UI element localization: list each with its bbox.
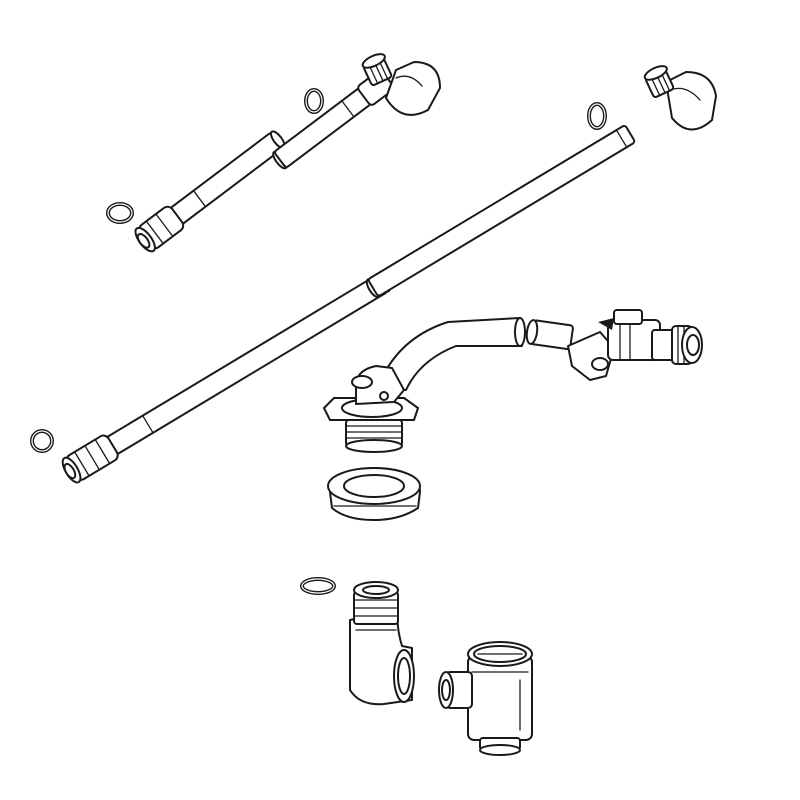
elbow-connector <box>349 581 415 706</box>
o-ring <box>587 102 607 130</box>
long-diagonal-hose <box>61 65 717 484</box>
valve-body <box>438 641 533 756</box>
sink-drain-fitting <box>323 365 419 453</box>
o-ring <box>30 429 54 453</box>
o-ring <box>304 88 324 114</box>
bent-hose-with-valve <box>381 309 703 391</box>
lock-nut <box>327 467 421 521</box>
o-ring <box>300 577 336 595</box>
upper-short-hose <box>134 53 441 253</box>
o-ring <box>106 202 134 224</box>
